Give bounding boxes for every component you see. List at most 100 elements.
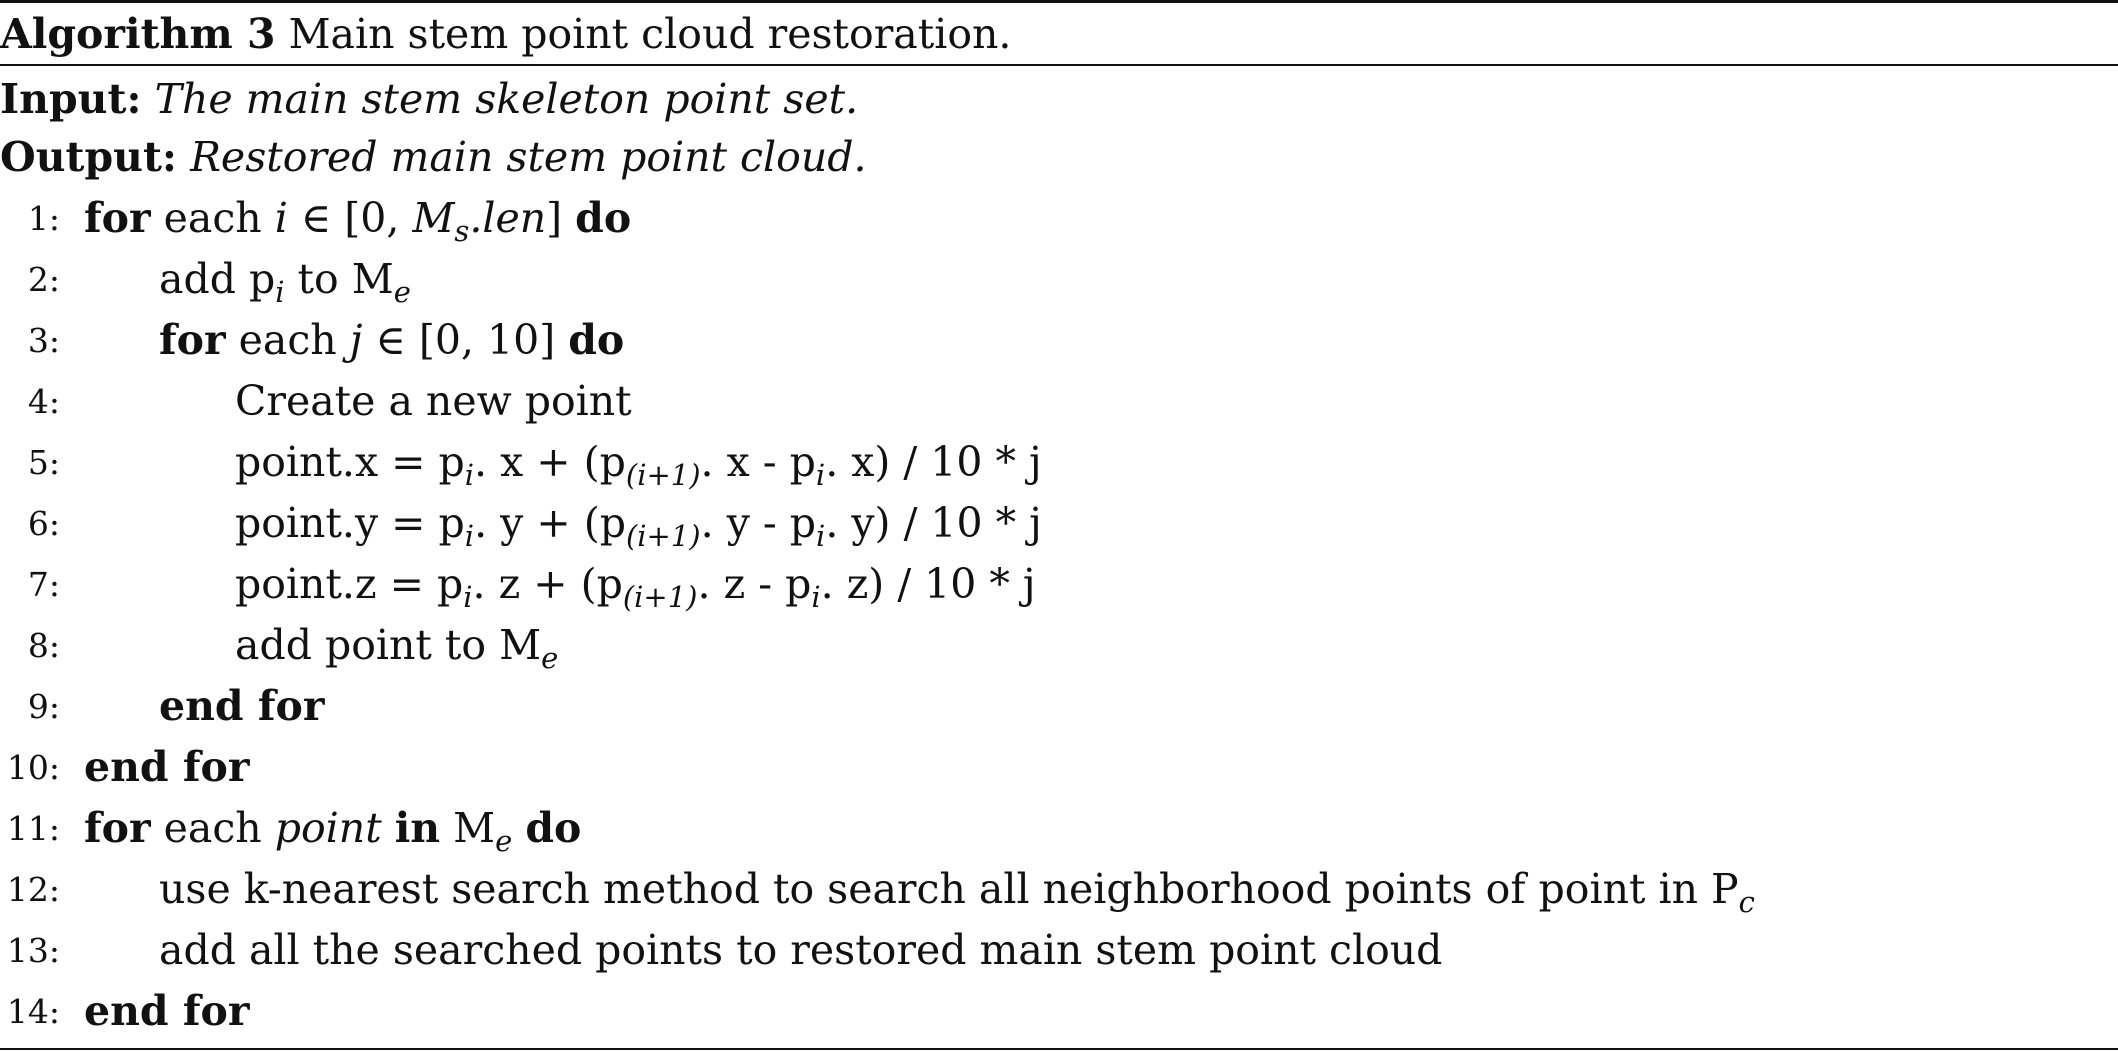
line-code: Create a new point bbox=[235, 371, 632, 432]
subscript: s bbox=[454, 214, 470, 249]
subscript: i bbox=[463, 580, 473, 615]
code-text: j bbox=[349, 316, 363, 364]
line-code: for each i ∈ [0, Ms.len] do bbox=[84, 188, 631, 262]
algorithm-line: 9: end for bbox=[0, 676, 2118, 737]
line-code: point.z = pi. z + (p(i+1). z - pi. z) / … bbox=[235, 554, 1036, 628]
input-label: Input: bbox=[0, 75, 142, 123]
line-number: 13: bbox=[6, 931, 60, 970]
subscript: i bbox=[816, 519, 826, 554]
subscript: i bbox=[815, 458, 826, 493]
subscript: i bbox=[464, 458, 475, 493]
keyword: in bbox=[394, 804, 441, 852]
code-text: . x - p bbox=[700, 438, 816, 486]
algorithm-line: 2: add pi to Me bbox=[0, 249, 2118, 310]
output-label: Output: bbox=[0, 133, 178, 181]
line-code: end for bbox=[159, 676, 324, 737]
code-text: . x + (p bbox=[474, 438, 626, 486]
subscript: c bbox=[1738, 885, 1755, 920]
algorithm-title: Main stem point cloud restoration. bbox=[288, 10, 1012, 58]
subscript: i bbox=[464, 519, 475, 554]
caption-rule bbox=[0, 64, 2118, 66]
algorithm-line: 12: use k-nearest search method to search… bbox=[0, 859, 2118, 920]
subscript: e bbox=[541, 641, 559, 676]
code-text: . x) / 10 * j bbox=[825, 438, 1042, 486]
code-text: point bbox=[274, 804, 382, 852]
line-code: for each j ∈ [0, 10] do bbox=[159, 310, 624, 371]
code-text: each bbox=[150, 804, 275, 852]
code-text: . z - p bbox=[697, 560, 812, 608]
algorithm-line: 7:point.z = pi. z + (p(i+1). z - pi. z) … bbox=[0, 554, 2118, 615]
subscript: i bbox=[811, 580, 821, 615]
line-number: 8: bbox=[27, 626, 60, 665]
code-text: each bbox=[225, 316, 350, 364]
output-text: Restored main stem point cloud. bbox=[190, 133, 867, 181]
keyword: for bbox=[159, 316, 226, 364]
line-code: add point to Me bbox=[235, 615, 558, 689]
keyword: end for bbox=[84, 743, 250, 791]
algorithm-caption: Algorithm 3 Main stem point cloud restor… bbox=[0, 8, 1011, 60]
code-text: . z + (p bbox=[472, 560, 623, 608]
line-code: point.y = pi. y + (p(i+1). y - pi. y) / … bbox=[235, 493, 1042, 567]
line-number: 12: bbox=[6, 870, 60, 909]
code-text: i bbox=[274, 194, 288, 242]
subscript: (i+1) bbox=[625, 519, 701, 554]
code-text: Create a new point bbox=[235, 377, 632, 425]
code-text: use k-nearest search method to search al… bbox=[159, 865, 1739, 913]
keyword: end for bbox=[84, 987, 250, 1035]
line-code: for each point in Me do bbox=[84, 798, 581, 872]
line-code: point.x = pi. x + (p(i+1). x - pi. x) / … bbox=[235, 432, 1042, 506]
line-number: 11: bbox=[6, 809, 60, 848]
code-text: add p bbox=[159, 255, 276, 303]
algorithm-line: 6:point.y = pi. y + (p(i+1). y - pi. y) … bbox=[0, 493, 2118, 554]
input-text: The main stem skeleton point set. bbox=[154, 75, 859, 123]
line-number: 9: bbox=[27, 687, 60, 726]
code-text: . y) / 10 * j bbox=[825, 499, 1042, 547]
line-number: 14: bbox=[6, 992, 60, 1031]
line-number: 5: bbox=[27, 443, 60, 482]
algorithm-line: 8: add point to Me bbox=[0, 615, 2118, 676]
code-text: ∈ [0, 10] bbox=[362, 316, 569, 364]
code-text bbox=[512, 804, 525, 852]
bottom-rule bbox=[0, 1048, 2118, 1050]
code-text: point.y = p bbox=[235, 499, 465, 547]
line-number: 1: bbox=[27, 199, 60, 238]
line-code: add pi to Me bbox=[159, 249, 411, 323]
code-text: ∈ [0, bbox=[287, 194, 413, 242]
subscript: i bbox=[275, 275, 285, 310]
code-text: to M bbox=[284, 255, 394, 303]
keyword: end for bbox=[159, 682, 325, 730]
algorithm-line: 14: end for bbox=[0, 981, 2118, 1042]
code-text: . z) / 10 * j bbox=[820, 560, 1036, 608]
algorithm-line: 3: for each j ∈ [0, 10] do bbox=[0, 310, 2118, 371]
algorithm-line: 10: end for bbox=[0, 737, 2118, 798]
code-text: .len bbox=[469, 194, 547, 242]
keyword: do bbox=[525, 804, 582, 852]
line-number: 3: bbox=[27, 321, 60, 360]
subscript: (i+1) bbox=[625, 458, 701, 493]
keyword: for bbox=[84, 194, 151, 242]
algorithm-line: 4:Create a new point bbox=[0, 371, 2118, 432]
line-code: end for bbox=[84, 981, 249, 1042]
algorithm-line: 11:for each point in Me do bbox=[0, 798, 2118, 859]
code-text: point.x = p bbox=[235, 438, 465, 486]
input-line: Input: The main stem skeleton point set. bbox=[0, 70, 858, 128]
line-number: 10: bbox=[6, 748, 60, 787]
subscript: (i+1) bbox=[622, 580, 698, 615]
algorithm-line: 1:for each i ∈ [0, Ms.len] do bbox=[0, 188, 2118, 249]
code-text: point.z = p bbox=[235, 560, 464, 608]
algorithm-line: 5:point.x = pi. x + (p(i+1). x - pi. x) … bbox=[0, 432, 2118, 493]
line-code: add all the searched points to restored … bbox=[159, 920, 1442, 981]
subscript: e bbox=[393, 275, 411, 310]
code-text: add all the searched points to restored … bbox=[159, 926, 1443, 974]
line-code: end for bbox=[84, 737, 249, 798]
code-text: each bbox=[150, 194, 275, 242]
algorithm-label: Algorithm 3 bbox=[0, 10, 276, 58]
code-text: ] bbox=[546, 194, 576, 242]
code-text: add point to M bbox=[235, 621, 542, 669]
code-text: . y - p bbox=[700, 499, 817, 547]
line-code: use k-nearest search method to search al… bbox=[159, 859, 1755, 933]
output-line: Output: Restored main stem point cloud. bbox=[0, 128, 867, 186]
line-number: 2: bbox=[27, 260, 60, 299]
code-text: M bbox=[440, 804, 496, 852]
